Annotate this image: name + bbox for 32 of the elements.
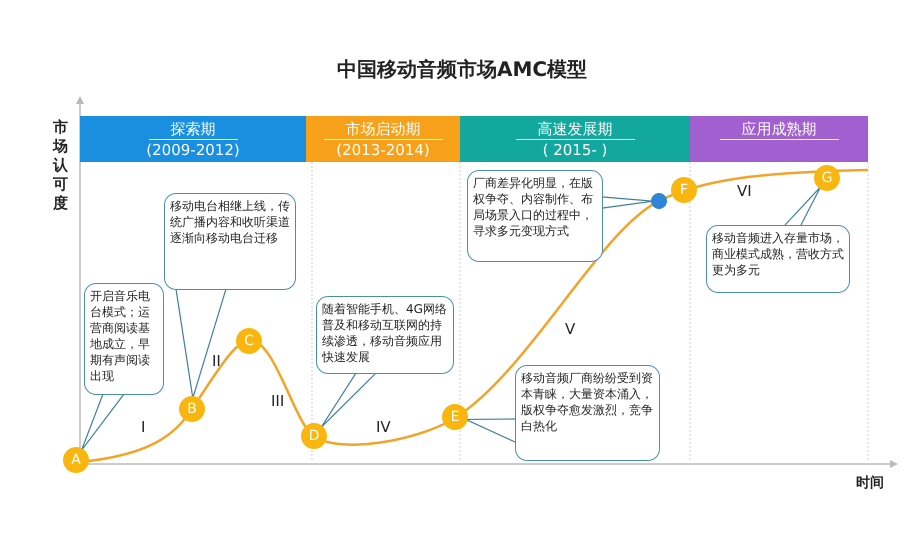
phase-band: 应用成熟期 <box>690 116 868 162</box>
leader-line <box>465 418 516 443</box>
stage-point: B <box>179 396 205 422</box>
phase-band: 高速发展期 ( 2015- ) <box>460 116 690 162</box>
callout-box: 移动音频进入存量市场，商业模式成熟，营收方式更为多元 <box>706 225 850 293</box>
axis-label: 市场认可度 <box>52 118 69 213</box>
phase-numeral: III <box>271 392 284 410</box>
stage-point: F <box>671 177 697 203</box>
leader-line <box>320 372 377 428</box>
leader-line <box>80 393 125 452</box>
callout-box: 厂商差异化明显，在版权争夺、内容制作、布局场景入口的过程中，寻求多元变现方式 <box>467 170 603 262</box>
callout-box: 随着智能手机、4G网络普及和移动互联网的持续渗透，移动音频应用快速发展 <box>316 296 454 374</box>
phase-numeral: V <box>565 320 576 338</box>
title: 中国移动音频市场AMC模型 <box>336 56 588 83</box>
stage-point: D <box>301 423 327 449</box>
stage-point: C <box>236 328 262 354</box>
phase-numeral: IV <box>376 418 391 436</box>
stage-point: G <box>814 165 840 191</box>
stage-point: E <box>442 404 468 430</box>
phase-numeral: II <box>212 352 221 370</box>
marker-dot <box>651 193 667 209</box>
leader-line <box>175 288 227 399</box>
stage-point: A <box>63 447 89 473</box>
phase-numeral: I <box>141 418 146 436</box>
axis-label: 时间 <box>856 474 884 492</box>
leader-line <box>784 186 822 226</box>
phase-band: 探索期 (2009-2012) <box>80 116 306 162</box>
callout-box: 开启音乐电台模式；运营商阅读基地成立，早期有声阅读出现 <box>84 283 164 395</box>
callout-box: 移动音频厂商纷纷受到资本青睐，大量资本涌入，版权争夺愈发激烈，竞争白热化 <box>515 365 660 461</box>
phase-band: 市场启动期 (2013-2014) <box>306 116 460 162</box>
phase-numeral: VI <box>737 182 752 200</box>
callout-box: 移动电台相继上线，传统广播内容和收听渠道逐渐向移动电台迁移 <box>164 193 296 290</box>
